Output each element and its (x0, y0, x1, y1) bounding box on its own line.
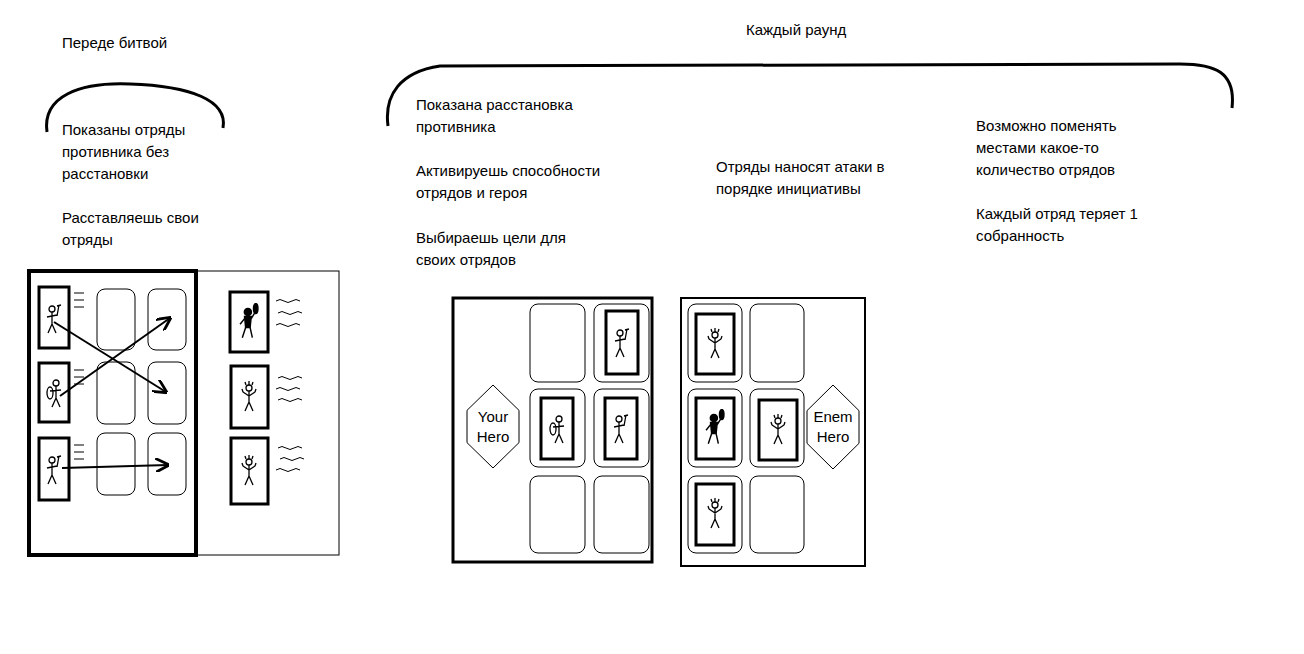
unit-figure (47, 456, 61, 484)
note-text: Показаны отряды противника без расстанов… (62, 119, 227, 185)
stat-wave (276, 300, 302, 327)
hero-label: Your Hero (477, 407, 510, 447)
slot-grid (688, 304, 804, 553)
unit-cards (541, 311, 638, 459)
slot (594, 304, 649, 382)
player-frame (29, 271, 196, 555)
slot (594, 476, 649, 553)
field-frame (453, 298, 652, 562)
enemy-card (231, 438, 268, 504)
hero-hexagon: Your Hero (466, 384, 520, 469)
enemy-card (231, 366, 268, 428)
player-field (453, 298, 652, 562)
slot (148, 362, 186, 424)
slot (97, 289, 135, 350)
slot (148, 433, 186, 495)
hexagon-outline (807, 385, 859, 469)
unit-card (605, 398, 637, 459)
field-frame (681, 298, 865, 566)
stat-wave (276, 377, 302, 402)
slot (530, 389, 585, 467)
enemy-figure (242, 455, 256, 485)
unit-figure (47, 380, 61, 407)
slot-grid (97, 289, 186, 495)
stat-dashes (74, 293, 84, 459)
slot (97, 362, 135, 424)
stat-wave (276, 447, 304, 472)
unit-card (606, 311, 638, 374)
placement-arrow (62, 465, 168, 468)
enemy-cards (230, 292, 268, 504)
slot (97, 433, 135, 495)
enemy-figure (771, 414, 785, 444)
slot (750, 476, 804, 553)
note-text: Переде битвой (62, 32, 222, 54)
slot-grid (530, 304, 649, 553)
enemy-card (759, 400, 797, 460)
unit-figure (615, 329, 629, 357)
enemy-figure (706, 410, 724, 444)
placement-arrow (60, 318, 170, 396)
slot (530, 476, 585, 553)
note-text: Отряды наносят атаки в порядке инициатив… (716, 156, 894, 200)
hexagon-outline (466, 384, 520, 469)
note-text: Каждый отряд теряет 1 собранность (976, 203, 1166, 247)
unit-figure (550, 416, 564, 443)
enemy-figure (240, 304, 258, 338)
enemy-cards (696, 314, 797, 545)
note-text: Показана расстановка противника (416, 94, 601, 138)
slot (688, 304, 742, 382)
hero-hexagon: Enem Hero (806, 384, 860, 470)
stat-waves (276, 300, 304, 472)
hexagon-outline (806, 384, 860, 470)
enemy-figure (708, 498, 722, 528)
enemy-figure (242, 381, 256, 411)
slot (594, 389, 649, 467)
unit-card (39, 287, 69, 348)
slot (530, 304, 585, 382)
enemy-field (681, 298, 865, 566)
note-text: Каждый раунд (746, 19, 886, 41)
hero-label: Enem Hero (813, 407, 852, 447)
placement-arrows (54, 318, 170, 468)
slot (750, 389, 804, 467)
slot (688, 476, 742, 553)
enemy-card (230, 292, 268, 352)
enemy-card (696, 398, 734, 459)
note-text: Выбираешь цели для своих отрядов (416, 227, 586, 271)
note-text: Активируешь способности отрядов и героя (416, 160, 621, 204)
placement-panel (29, 271, 339, 555)
hexagon-outline (467, 385, 519, 468)
enemy-card (696, 484, 734, 545)
slot (688, 389, 742, 467)
note-text: Расставляешь свои отряды (62, 207, 227, 251)
slot (750, 304, 804, 382)
enemy-card (696, 314, 734, 374)
enemy-figure (708, 328, 722, 358)
enemy-list-frame (197, 271, 339, 555)
unit-card (541, 398, 573, 459)
stat-dash (74, 293, 84, 307)
unit-figure (47, 305, 61, 333)
stat-dash (74, 445, 84, 459)
unit-figure (614, 415, 628, 443)
bracket (387, 64, 1232, 126)
unit-card (39, 438, 69, 500)
note-text: Возможно поменять местами какое-то колич… (976, 115, 1154, 181)
